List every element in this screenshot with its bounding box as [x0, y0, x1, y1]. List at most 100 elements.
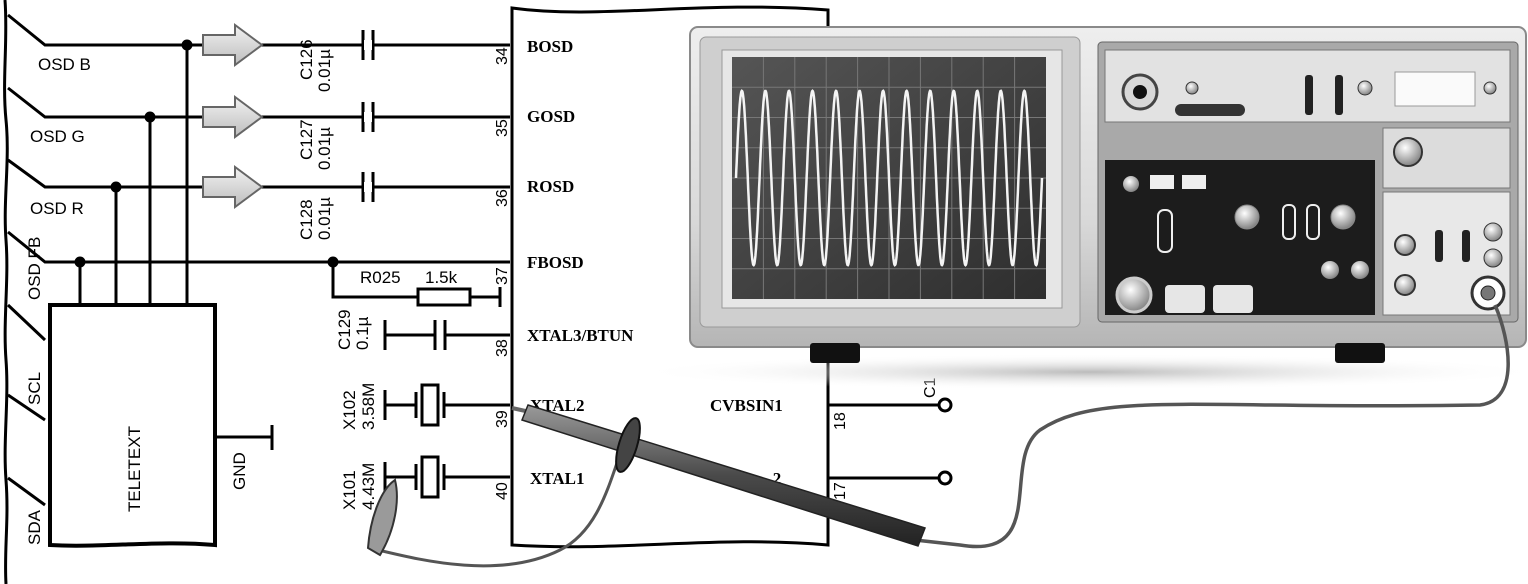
knob-icon[interactable]: [1234, 204, 1260, 230]
signal-gosd: GOSD: [527, 107, 575, 126]
switch-icon[interactable]: [1335, 75, 1343, 115]
terminal-icon: [937, 397, 953, 413]
pin-number: 38: [494, 339, 511, 357]
wire-fbosd: [7, 230, 510, 264]
ground-lead: [377, 439, 627, 568]
knob-icon[interactable]: [1483, 248, 1503, 268]
slide-switch-icon[interactable]: [1157, 209, 1173, 253]
slide-switch-icon[interactable]: [1306, 204, 1320, 240]
arrow-icon: [202, 23, 264, 67]
signal-xtal1: XTAL1: [530, 469, 584, 488]
crystal-x101-body: [420, 455, 440, 499]
pin-number: 17: [832, 482, 849, 500]
probe-guard: [615, 417, 641, 473]
switch-icon[interactable]: [1462, 230, 1470, 262]
terminal-icon: [937, 470, 953, 486]
handle-slot: [1175, 104, 1245, 116]
teletext-box: [48, 303, 217, 548]
switch-icon[interactable]: [1435, 230, 1443, 262]
probe: [366, 304, 1510, 568]
large-knob-icon[interactable]: [1115, 276, 1153, 314]
crystal-x102: [383, 390, 510, 420]
pin-number: 35: [494, 119, 511, 137]
oscilloscope: [630, 26, 1528, 390]
scope-foot: [1335, 343, 1385, 363]
arrow-icon: [202, 95, 264, 139]
knob-icon[interactable]: [1321, 261, 1339, 279]
signal-cvbsin1: CVBSIN1: [710, 396, 783, 415]
push-button-icon[interactable]: [1213, 285, 1253, 313]
alligator-clip-icon: [366, 478, 398, 557]
button-icon[interactable]: [1182, 175, 1206, 189]
switch-icon[interactable]: [1305, 75, 1313, 115]
label-gnd: GND: [230, 452, 249, 490]
knob-icon[interactable]: [1394, 274, 1416, 296]
slide-switch-icon[interactable]: [1282, 204, 1296, 240]
pin-number: 36: [494, 189, 511, 207]
input-connector-center: [1480, 285, 1496, 301]
small-knob-icon[interactable]: [1185, 81, 1199, 95]
label-r025-value: 1.5k: [425, 268, 458, 287]
knob-icon[interactable]: [1483, 222, 1503, 242]
label-scl: SCL: [25, 372, 44, 405]
signal-rosd: ROSD: [527, 177, 574, 196]
scope-foot: [810, 343, 860, 363]
label-osd-g: OSD G: [30, 127, 85, 146]
knob-icon[interactable]: [1393, 137, 1423, 167]
small-knob-icon[interactable]: [1483, 81, 1497, 95]
signal-bosd: BOSD: [527, 37, 573, 56]
knob-icon[interactable]: [1394, 234, 1416, 256]
wire-r025-end: [470, 287, 502, 307]
wire-stub: [7, 393, 46, 422]
wire-osd-g: [7, 86, 510, 119]
label-osd-b: OSD B: [38, 55, 91, 74]
wire-r025: [331, 262, 418, 299]
wire-osd-r: [7, 158, 510, 189]
label-c129-value: 0.1µ: [353, 316, 372, 350]
pin-number: 39: [494, 410, 511, 428]
wire-osd-b: [7, 13, 510, 47]
pin-number: 40: [494, 482, 511, 500]
wire-stub: [6, 303, 47, 342]
label-osd-fb: OSD FB: [25, 237, 44, 300]
label-c127: C127: [297, 119, 316, 160]
pin-number: 34: [494, 47, 511, 65]
pin-number: 37: [494, 267, 511, 285]
label-teletext: TELETEXT: [125, 426, 144, 512]
label-c126-value: 0.01µ: [315, 49, 334, 92]
label-c128: C128: [297, 199, 316, 240]
label-osd-r: OSD R: [30, 199, 84, 218]
button-icon[interactable]: [1150, 175, 1174, 189]
display-window: [1394, 71, 1476, 107]
push-button-icon[interactable]: [1165, 285, 1205, 313]
junction-dot: [74, 256, 86, 268]
capacitor-c129: [383, 320, 510, 350]
knob-icon[interactable]: [1351, 261, 1369, 279]
floor-shadow: [630, 354, 1528, 390]
label-c127-value: 0.01µ: [315, 127, 334, 170]
waveform-trace: [734, 89, 1044, 267]
label-x101: X101: [340, 470, 359, 510]
junction-dot: [110, 181, 122, 193]
capacitor-c128: [361, 172, 375, 202]
probe-cable: [914, 304, 1510, 549]
arrow-icon: [202, 165, 264, 209]
knob-icon[interactable]: [1123, 176, 1139, 192]
small-knob-icon[interactable]: [1357, 80, 1373, 96]
signal-fbosd: FBOSD: [527, 253, 584, 272]
label-x101-freq: 4.43M: [359, 463, 378, 510]
left-border: [3, 0, 9, 584]
knob-icon[interactable]: [1330, 204, 1356, 230]
wire-stub: [7, 476, 46, 507]
crystal-x102-body: [420, 383, 440, 427]
crystal-x101: [383, 462, 510, 492]
gnd-symbol: [215, 425, 274, 450]
pin-number: 18: [832, 412, 849, 430]
capacitor-c127: [361, 102, 375, 132]
junction-dot: [181, 39, 193, 51]
label-sda: SDA: [25, 509, 44, 545]
capacitor-c126: [361, 30, 375, 60]
label-r025: R025: [360, 268, 401, 287]
label-c129: C129: [335, 309, 354, 350]
resistor-r025: [416, 287, 472, 307]
